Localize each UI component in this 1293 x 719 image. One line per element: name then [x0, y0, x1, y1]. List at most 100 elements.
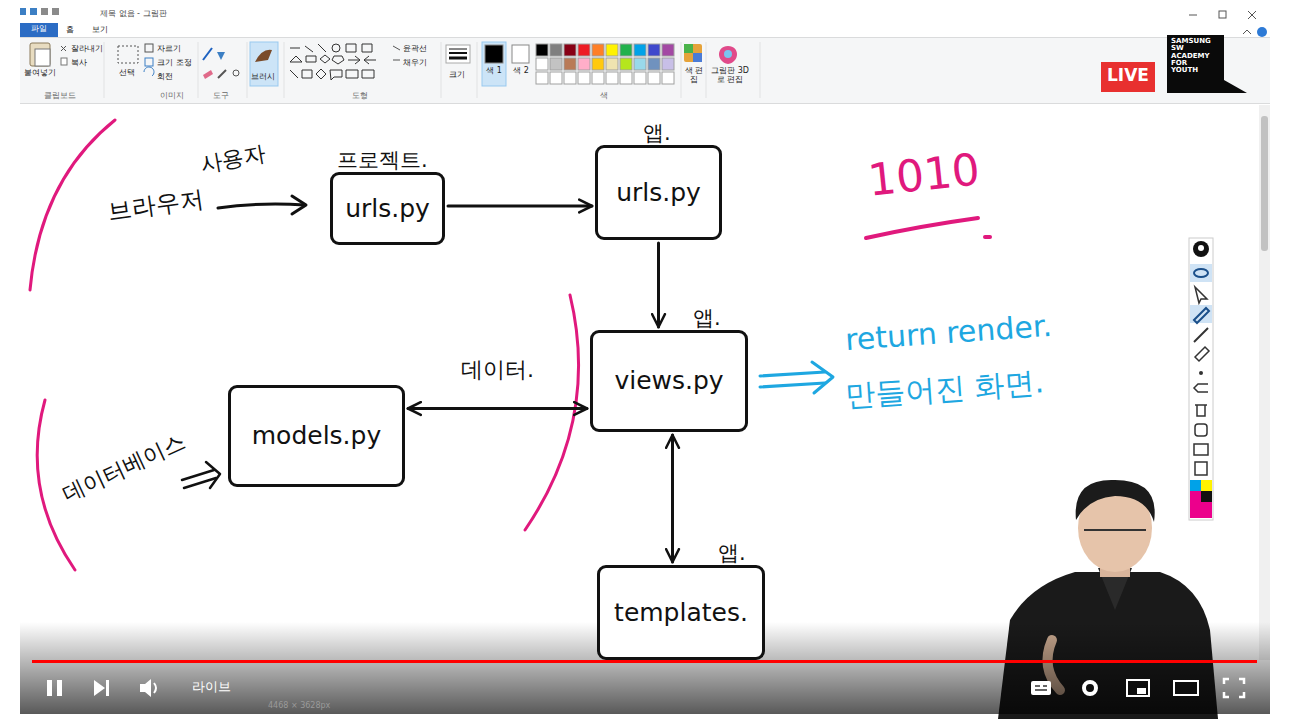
- ribbon-part: [693, 53, 702, 62]
- pen-toolbar-part: [1195, 347, 1209, 361]
- ribbon-part: [250, 42, 278, 86]
- window-chrome: [20, 8, 1267, 37]
- pen-toolbar-part: [1190, 264, 1212, 282]
- box-label: views.py: [614, 367, 723, 395]
- handwritten-note: 만들어진 화면.: [844, 365, 1045, 413]
- ribbon-part: [290, 69, 374, 80]
- palette-swatch: [648, 58, 660, 70]
- color-palette: [536, 44, 674, 84]
- palette-swatch: [578, 72, 590, 84]
- handwritten-marks-part: [218, 204, 305, 208]
- player-controls: [20, 622, 1270, 714]
- handwritten-marks: [30, 120, 990, 570]
- palette-swatch: [536, 72, 548, 84]
- handwritten-marks-part: [206, 462, 220, 488]
- ribbon-part: [20, 38, 1270, 104]
- box-heading: 앱.: [718, 542, 746, 565]
- palette-swatch: [634, 58, 646, 70]
- live-badge-part: [1101, 62, 1155, 92]
- box-label: templates.: [614, 599, 748, 627]
- pen-toolbar-part: [1194, 328, 1208, 342]
- pen-toolbar-part: [1198, 245, 1204, 251]
- ribbon-part: [20, 103, 1270, 104]
- player-controls-part: [47, 680, 52, 696]
- player-controls-part: [154, 683, 156, 693]
- palette-swatch: [662, 72, 674, 84]
- pen-toolbar-part: [1195, 405, 1207, 416]
- player-controls-part: [32, 660, 1257, 663]
- handwritten-note: 브라우저: [107, 185, 206, 226]
- player-controls-part: [1084, 682, 1096, 694]
- pen-toolbar-part: [1190, 502, 1212, 518]
- ui-label: 자르기: [157, 44, 181, 53]
- ribbon-part: [449, 49, 467, 50]
- process-box: 프로젝트.urls.py: [330, 172, 445, 245]
- pen-toolbar-part: [1194, 444, 1208, 455]
- handwritten-marks-part: [525, 295, 579, 530]
- handwritten-marks-part: [292, 196, 306, 214]
- ribbon-part: [446, 45, 470, 63]
- pen-toolbar-part: [1195, 287, 1207, 303]
- ui-label: 4468 × 3628px: [268, 701, 330, 710]
- process-box: 앱.views.py: [590, 330, 748, 432]
- ui-label: 파일: [20, 24, 58, 33]
- presenter-part: [1076, 480, 1155, 522]
- palette-swatch: [578, 44, 590, 56]
- ribbon-part: [449, 57, 467, 60]
- palette-swatch: [620, 44, 632, 56]
- window-chrome-part: [30, 8, 37, 15]
- pen-toolbar-part: [1189, 238, 1213, 520]
- pen-toolbar-part: [1201, 491, 1212, 502]
- window-chrome-part: [1243, 30, 1251, 34]
- box-label: models.py: [252, 422, 381, 450]
- ui-label: 도형: [352, 91, 368, 100]
- ui-label: 보기: [92, 25, 108, 34]
- ribbon-part: [203, 70, 213, 79]
- ribbon-part: [482, 42, 506, 86]
- palette-swatch: [648, 72, 660, 84]
- player-controls-part: [57, 680, 62, 696]
- edge-label: 데이터.: [458, 357, 537, 382]
- ui-label: 그림판 3D로 편집: [708, 66, 752, 84]
- pen-toolbar-part: [1194, 269, 1208, 277]
- connector-arrow: [408, 407, 587, 410]
- ribbon-part: [61, 58, 67, 65]
- player-controls-part: [1031, 681, 1051, 695]
- palette-swatch: [550, 44, 562, 56]
- ribbon-part: [30, 43, 50, 66]
- pen-toolbar: [1189, 238, 1213, 520]
- connector-arrow: [448, 205, 592, 208]
- palette-swatch: [536, 58, 548, 70]
- ui-label: 윤곽선: [403, 44, 427, 53]
- ui-label: 라이브: [192, 680, 231, 695]
- ui-label: 채우기: [403, 58, 427, 67]
- ui-label: 선택: [119, 68, 135, 77]
- box-heading: 앱.: [643, 122, 671, 145]
- live-badge: [1101, 62, 1155, 92]
- box-label: urls.py: [345, 195, 430, 223]
- connector-arrow: [657, 243, 660, 327]
- window-chrome-part: [1257, 27, 1267, 37]
- ui-label: 색 편집: [683, 66, 705, 84]
- window-chrome-part: [52, 8, 59, 15]
- window-chrome-part: [1219, 11, 1226, 18]
- palette-swatch: [606, 72, 618, 84]
- ui-label: 잘라내기: [71, 44, 103, 53]
- ui-label: SAMSUNG SW ACADEMY FOR YOUTH: [1171, 38, 1215, 75]
- handwritten-note: 데이터베이스: [59, 428, 189, 507]
- pen-toolbar-part: [1195, 462, 1207, 475]
- palette-swatch: [592, 44, 604, 56]
- pen-toolbar-part: [1193, 241, 1209, 257]
- palette-swatch: [620, 72, 632, 84]
- ui-label: LIVE: [1101, 66, 1155, 86]
- player-controls-part: [1127, 680, 1149, 696]
- handwritten-marks-part: [30, 120, 115, 290]
- ribbon-part: [255, 50, 272, 62]
- ui-label: 색 1: [484, 66, 504, 75]
- handwritten-marks-part: [985, 235, 990, 239]
- ui-label: 색 2: [511, 66, 531, 75]
- window-chrome-part: [1248, 11, 1256, 19]
- ribbon-part: [684, 44, 702, 62]
- process-box: 앱.urls.py: [595, 145, 722, 240]
